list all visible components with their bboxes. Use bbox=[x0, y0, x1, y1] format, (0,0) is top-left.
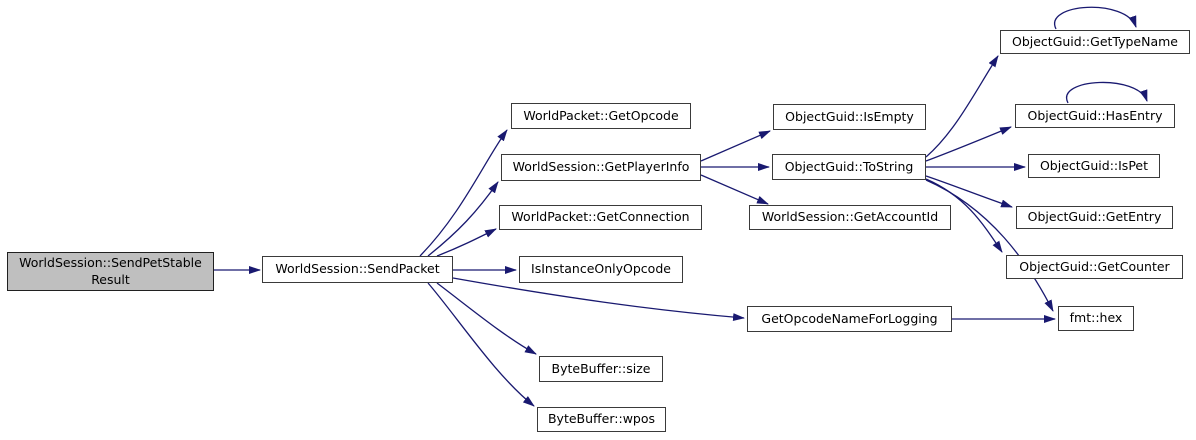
node-bytebuffer-wpos[interactable]: ByteBuffer::wpos bbox=[537, 407, 666, 432]
edge-sendpacket-to-getplayerinfo bbox=[427, 181, 499, 257]
edge-tostring-to-fmt-hex bbox=[925, 179, 1054, 312]
node-objectguid-ispet[interactable]: ObjectGuid::IsPet bbox=[1028, 154, 1160, 178]
node-worldsession-sendpacket[interactable]: WorldSession::SendPacket bbox=[262, 256, 453, 283]
node-worldsession-sendpetstableresult[interactable]: WorldSession::SendPetStable Result bbox=[7, 252, 214, 291]
edge-sendpacket-to-bytebuffer-wpos bbox=[427, 282, 535, 407]
node-bytebuffer-size[interactable]: ByteBuffer::size bbox=[539, 356, 663, 382]
node-worldsession-getaccountid[interactable]: WorldSession::GetAccountId bbox=[749, 205, 951, 230]
edge-getplayerinfo-to-isempty bbox=[700, 130, 771, 162]
node-label: WorldPacket::GetOpcode bbox=[523, 107, 679, 123]
node-worldpacket-getconnection[interactable]: WorldPacket::GetConnection bbox=[499, 205, 702, 230]
node-isinstanceonlyopcode[interactable]: IsInstanceOnlyOpcode bbox=[519, 256, 683, 283]
node-label: WorldSession::SendPetStable bbox=[19, 255, 202, 271]
edge-getplayerinfo-to-getaccountid bbox=[700, 174, 769, 205]
node-objectguid-gettypename[interactable]: ObjectGuid::GetTypeName bbox=[1000, 30, 1190, 54]
node-worldsession-getplayerinfo[interactable]: WorldSession::GetPlayerInfo bbox=[501, 154, 701, 181]
node-label: GetOpcodeNameForLogging bbox=[761, 310, 938, 326]
node-label: WorldSession::SendPacket bbox=[275, 261, 440, 277]
edge-sendpacket-to-bytebuffer-size bbox=[436, 282, 537, 355]
node-label: WorldSession::GetPlayerInfo bbox=[512, 159, 690, 175]
node-label: ObjectGuid::GetTypeName bbox=[1011, 33, 1178, 49]
edge-sendpacket-to-getopcode bbox=[419, 129, 508, 257]
node-fmt-hex[interactable]: fmt::hex bbox=[1058, 306, 1134, 331]
node-label: ObjectGuid::HasEntry bbox=[1027, 107, 1163, 123]
node-objectguid-isempty[interactable]: ObjectGuid::IsEmpty bbox=[773, 104, 926, 130]
node-label: IsInstanceOnlyOpcode bbox=[531, 261, 671, 277]
node-objectguid-hasentry[interactable]: ObjectGuid::HasEntry bbox=[1015, 104, 1175, 128]
edge-tostring-to-hasentry bbox=[925, 126, 1012, 162]
node-label: ObjectGuid::ToString bbox=[784, 158, 914, 174]
node-objectguid-getentry[interactable]: ObjectGuid::GetEntry bbox=[1016, 206, 1173, 229]
edge-gettypename-self-loop bbox=[1054, 6, 1137, 30]
node-label: ObjectGuid::GetCounter bbox=[1019, 258, 1170, 274]
edge-hasentry-self-loop bbox=[1066, 81, 1148, 104]
node-label: WorldSession::GetAccountId bbox=[761, 209, 939, 225]
node-label: ByteBuffer::size bbox=[551, 360, 651, 376]
edge-tostring-to-gettypename bbox=[925, 55, 999, 158]
node-label: Result bbox=[91, 271, 130, 287]
node-objectguid-getcounter[interactable]: ObjectGuid::GetCounter bbox=[1006, 255, 1183, 279]
edge-sendpacket-to-getconnection bbox=[436, 228, 497, 257]
edge-tostring-to-getentry bbox=[925, 175, 1013, 208]
node-label: ObjectGuid::GetEntry bbox=[1027, 209, 1162, 225]
node-label: WorldPacket::GetConnection bbox=[511, 209, 690, 225]
node-label: ByteBuffer::wpos bbox=[547, 411, 656, 427]
node-label: fmt::hex bbox=[1069, 310, 1123, 326]
edge-sendpacket-to-getopcodenameforlogging bbox=[452, 277, 745, 322]
node-objectguid-tostring[interactable]: ObjectGuid::ToString bbox=[772, 154, 926, 180]
node-label: ObjectGuid::IsEmpty bbox=[785, 108, 914, 124]
node-worldpacket-getopcode[interactable]: WorldPacket::GetOpcode bbox=[511, 103, 691, 129]
node-getopcodenameforlogging[interactable]: GetOpcodeNameForLogging bbox=[747, 306, 952, 332]
node-label: ObjectGuid::IsPet bbox=[1039, 157, 1149, 173]
edge-tostring-to-getcounter bbox=[925, 178, 1003, 253]
